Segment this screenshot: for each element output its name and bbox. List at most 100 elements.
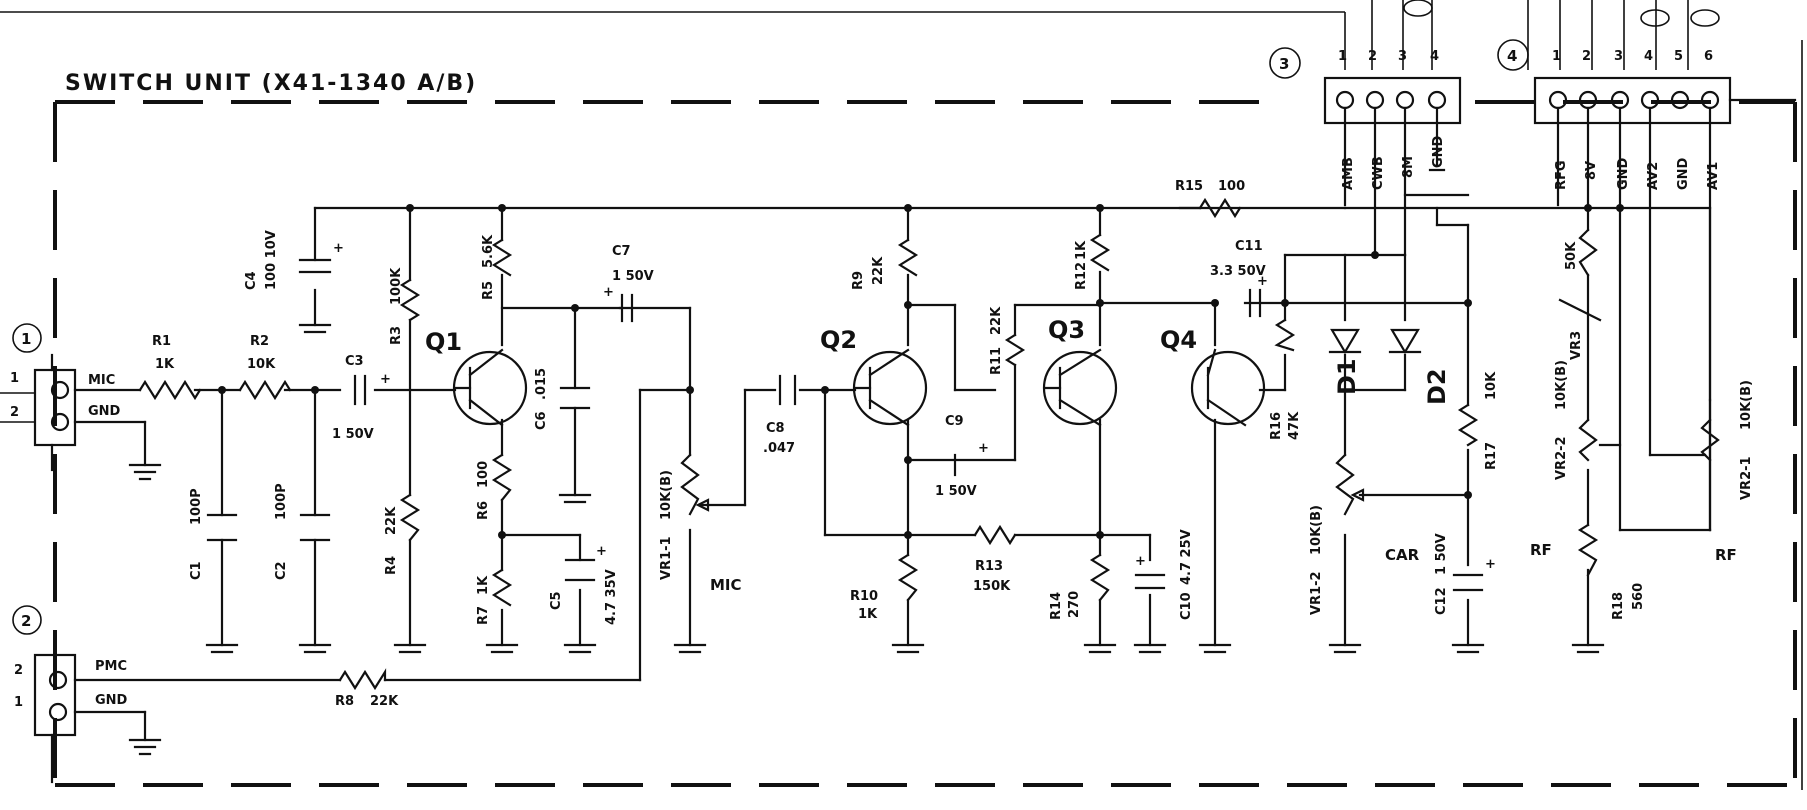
svg-text:5: 5 [1674,49,1683,64]
svg-text:6: 6 [1704,49,1713,64]
svg-text:8M: 8M [1401,156,1416,178]
svg-text:+: + [380,372,391,387]
capacitor-symbols [206,258,1484,592]
svg-text:1: 1 [1338,49,1347,64]
polarity-marks: + + + + + + + + [333,241,1496,572]
q2-label: Q2 [820,326,857,354]
wiring [73,193,1712,742]
c9-value: 1 50V [935,484,977,499]
q4-transistor [1190,348,1266,427]
vr1-1-value: 10K(B) [659,470,674,520]
r2-value: 10K [247,357,276,372]
r1-value: 1K [155,357,175,372]
connector-2: 2 2 1 PMC GND [12,605,128,784]
r14-value: 270 [1067,591,1082,618]
c1-label: C1 [189,561,204,580]
vr2-1-value: 10K(B) [1739,380,1754,430]
r11-value: 22K [989,306,1004,335]
r12-label: R12 [1074,262,1089,290]
d2-label: D2 [1423,368,1451,405]
svg-text:PMC: PMC [95,659,127,674]
car-pot-function: CAR [1385,546,1420,564]
junction-dots [218,204,1624,539]
svg-text:AV1: AV1 [1706,162,1721,190]
r18-value: 560 [1631,583,1646,610]
svg-text:GND: GND [1431,135,1446,168]
r12-value: 1K [1074,240,1089,260]
r15-value: 100 [1218,179,1245,194]
c7-label: C7 [612,244,631,259]
c3-value: 1 50V [332,427,374,442]
svg-text:1: 1 [10,371,19,386]
svg-text:2: 2 [14,663,23,678]
svg-text:GND: GND [88,404,121,419]
c2-label: C2 [274,561,289,580]
svg-text:3: 3 [1398,49,1407,64]
svg-text:+: + [603,285,614,300]
svg-text:+: + [596,544,607,559]
svg-text:4: 4 [1430,49,1439,64]
c7-value: 1 50V [612,269,654,284]
r10-value: 1K [858,607,878,622]
r6-label: R6 [476,501,491,520]
c12-label: C12 [1434,587,1449,615]
r14-label: R14 [1049,592,1064,620]
r17-value: 10K [1484,371,1499,400]
vr1-1-label: VR1-1 [659,536,674,580]
svg-text:GND: GND [95,693,128,708]
connector-1: 1 1 2 MIC GND [0,323,121,472]
q3-transistor [1042,348,1118,427]
svg-text:+: + [333,241,344,256]
r10-label: R10 [850,589,878,604]
c5-label: C5 [549,591,564,610]
r9-label: R9 [851,271,866,290]
c10-value: 4.7 25V [1179,529,1194,585]
r2-label: R2 [250,334,269,349]
svg-text:1: 1 [1552,49,1561,64]
external-harness-lines [0,0,1803,790]
c11-label: C11 [1235,239,1263,254]
svg-text:GND: GND [1676,157,1691,190]
vr2-2-value: 10K(B) [1554,360,1569,410]
r3-value: 100K [389,267,404,305]
d1-label: D1 [1333,358,1361,395]
r18-label: R18 [1611,592,1626,620]
r5-label: R5 [481,281,496,300]
switch-unit-enclosure [53,100,1797,787]
svg-text:RFG: RFG [1554,160,1569,190]
r3-label: R3 [389,326,404,345]
r9-value: 22K [871,256,886,285]
c5-value: 4.7 35V [604,569,619,625]
rf-pot-function-1: RF [1530,541,1552,559]
svg-text:2: 2 [10,405,19,420]
vr3-label: VR3 [1569,331,1584,360]
svg-text:4: 4 [1507,47,1517,65]
r6-value: 100 [476,461,491,488]
c9-label: C9 [945,414,964,429]
r17-label: R17 [1484,442,1499,470]
q2-transistor [852,348,928,427]
c3-label: C3 [345,354,364,369]
c8-label: C8 [766,421,785,436]
svg-text:1: 1 [14,695,23,710]
c4-value: 100 10V [264,230,279,290]
r15-label: R15 [1175,179,1203,194]
c2-value: 100P [274,483,289,520]
svg-text:8V: 8V [1584,161,1599,180]
c11-value: 3.3 50V [1210,264,1266,279]
r1-label: R1 [152,334,171,349]
svg-text:2: 2 [21,612,31,630]
svg-text:2: 2 [1582,49,1591,64]
rf-pot-function-2: RF [1715,546,1737,564]
r16-value: 47K [1287,411,1302,440]
vr1-2-label: VR1-2 [1309,571,1324,615]
svg-text:AV2: AV2 [1646,162,1661,190]
r8-value: 22K [370,694,399,709]
r4-label: R4 [384,556,399,575]
r4-value: 22K [384,506,399,535]
c10-label: C10 [1179,592,1194,620]
svg-text:+: + [1485,557,1496,572]
vr2-1-label: VR2-1 [1739,456,1754,500]
svg-text:+: + [1257,274,1268,289]
